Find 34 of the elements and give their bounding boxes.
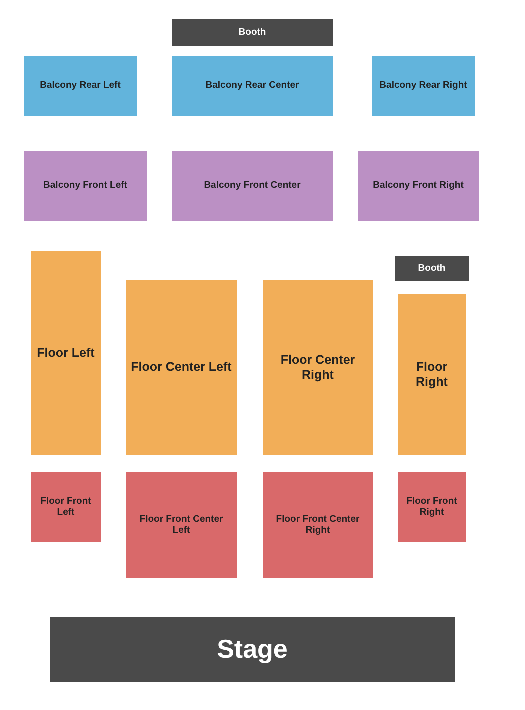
balcony-section <box>372 56 475 116</box>
section-label: Floor Front Center Left <box>138 514 224 536</box>
section-label: Balcony Front Left <box>42 180 128 192</box>
section-label: Balcony Front Center <box>203 180 302 192</box>
section-label: Booth <box>238 26 268 38</box>
section-label: Floor Front Left <box>40 496 92 518</box>
section-label: Floor Front Right <box>406 496 458 518</box>
section-label: Floor Front Center Right <box>275 514 361 536</box>
section-label: Balcony Front Right <box>372 180 465 192</box>
section-label: Balcony Rear Right <box>378 80 468 92</box>
booth-box <box>395 256 469 281</box>
floor-section <box>263 280 373 455</box>
section-label: Stage <box>216 634 289 666</box>
booth-box <box>172 19 333 46</box>
section-label: Balcony Rear Left <box>39 80 122 92</box>
balcony-section <box>358 151 479 221</box>
floor-section <box>126 280 237 455</box>
section-label: Floor Center Right <box>280 352 356 382</box>
section-label: Floor Right <box>415 360 449 390</box>
floor-section <box>126 472 237 578</box>
section-label: Floor Left <box>36 346 96 360</box>
stage-box <box>50 617 455 682</box>
balcony-section <box>24 151 147 221</box>
floor-section <box>31 251 101 455</box>
floor-section <box>398 294 466 455</box>
floor-section <box>398 472 466 542</box>
floor-section <box>263 472 373 578</box>
section-label: Booth <box>417 262 447 274</box>
balcony-section <box>172 151 333 221</box>
floor-section <box>31 472 101 542</box>
section-label: Balcony Rear Center <box>204 80 300 92</box>
balcony-section <box>172 56 333 116</box>
balcony-section <box>24 56 137 116</box>
section-label: Floor Center Left <box>130 360 233 375</box>
